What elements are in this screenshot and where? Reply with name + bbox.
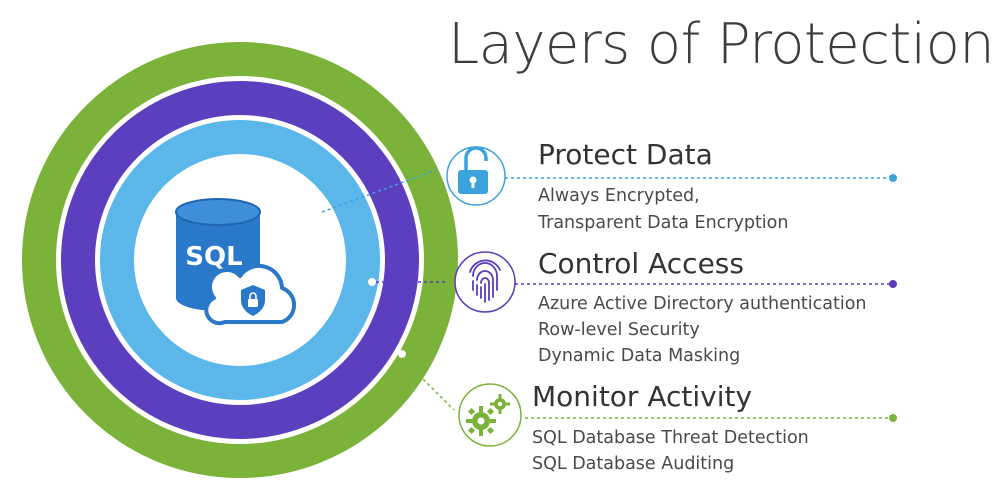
item-always-encrypted: Always Encrypted, (538, 186, 700, 206)
heading-control-access: Control Access (538, 247, 744, 280)
gears-icon (458, 383, 522, 447)
connector-monitor-activity (398, 350, 897, 422)
page-title: Layers of Protection (448, 12, 995, 77)
item-threat-detection: SQL Database Threat Detection (532, 428, 809, 448)
padlock-open-icon (446, 146, 506, 206)
item-azure-ad-authentication: Azure Active Directory authentication (538, 294, 867, 314)
middle-ring-access (61, 81, 419, 439)
inner-ring-data (100, 120, 380, 400)
heading-monitor-activity: Monitor Activity (532, 380, 753, 413)
connector-control-access (368, 278, 897, 288)
item-row-level-security: Row-level Security (538, 320, 700, 340)
cloud-shield-icon (204, 263, 297, 326)
item-database-auditing: SQL Database Auditing (532, 454, 735, 474)
item-dynamic-data-masking: Dynamic Data Masking (538, 346, 741, 366)
outer-ring-monitor (22, 42, 458, 478)
heading-protect-data: Protect Data (538, 138, 713, 171)
item-transparent-data-encryption: Transparent Data Encryption (538, 213, 789, 233)
sql-badge-text: SQL (185, 242, 242, 272)
connector-protect-data (318, 169, 897, 216)
fingerprint-icon (454, 251, 516, 313)
